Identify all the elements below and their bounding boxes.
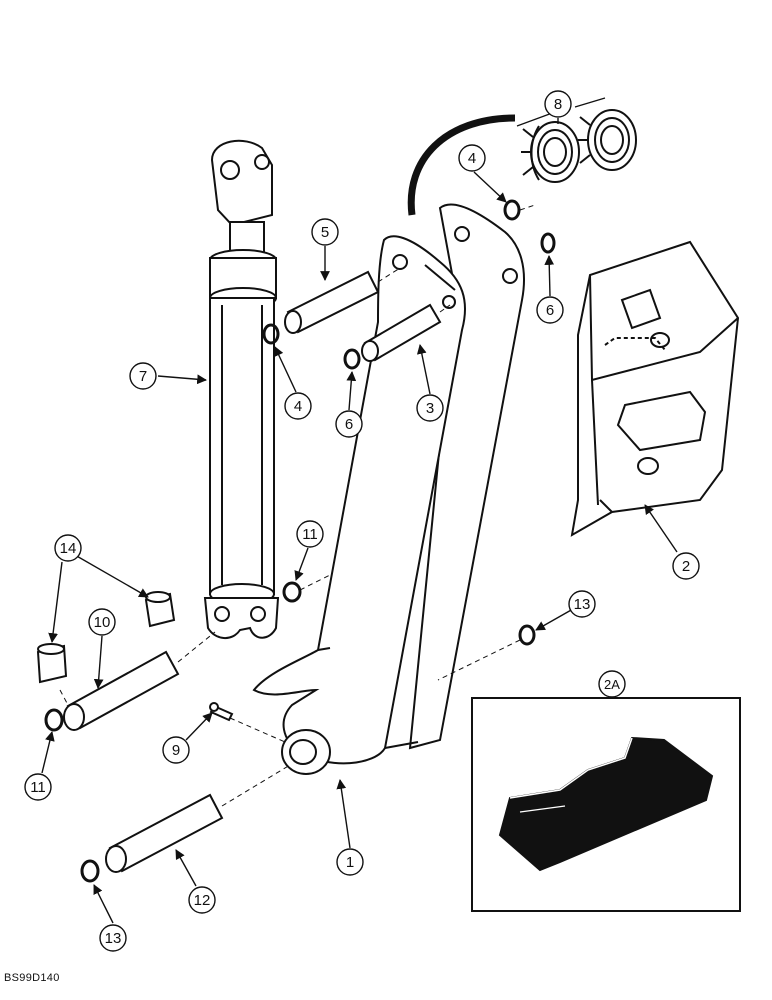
leader-8b [574,97,606,108]
callout-3: 3 [416,394,444,422]
boom-arm-part-1 [252,203,526,775]
callout-3-label: 3 [426,400,434,417]
snap-rings [44,199,556,883]
callout-1: 1 [336,848,364,876]
callout-4-left: 4 [284,392,312,420]
grease-fitting-part-9 [209,702,234,722]
callout-6-right-label: 6 [546,302,554,319]
pin-part-12 [105,793,224,873]
hydraulic-cylinder-part-7 [203,139,280,639]
callout-6-mid: 6 [335,410,363,438]
pin-part-10 [63,650,180,731]
wear-pad-part-2 [570,240,740,537]
callout-2-label: 2 [682,558,690,575]
callout-8-label: 8 [554,96,562,113]
callout-13-lower-label: 13 [105,930,122,947]
callout-2: 2 [672,552,700,580]
callout-14-label: 14 [60,540,77,557]
callout-2a-label: 2A [604,677,620,692]
bushing-pair-part-8 [521,109,637,183]
callout-6-right: 6 [536,296,564,324]
callout-11-lower: 11 [24,773,52,801]
callout-13-right-label: 13 [574,596,591,613]
callout-4-left-label: 4 [294,398,302,415]
callout-4-top-label: 4 [468,150,476,167]
callout-14: 14 [54,534,82,562]
callout-5-label: 5 [321,224,329,241]
callout-6-mid-label: 6 [345,416,353,433]
callout-5: 5 [311,218,339,246]
callout-12-label: 12 [194,892,211,909]
callout-4-top: 4 [458,144,486,172]
callout-13-lower: 13 [99,924,127,952]
callout-8: 8 [544,90,572,118]
pin-part-5 [284,270,380,334]
callout-2a: 2A [598,670,626,698]
callout-12: 12 [188,886,216,914]
callout-13-right: 13 [568,590,596,618]
wear-pad-2a-shape [498,736,714,872]
callout-10-label: 10 [94,614,111,631]
rotation-arrow [407,114,516,216]
bushing-part-14 [36,591,176,684]
callouts: 1 2 2A 3 4 4 5 6 6 7 8 9 10 11 11 12 13 … [24,90,700,952]
callout-9: 9 [162,736,190,764]
callout-7: 7 [129,362,157,390]
callout-10: 10 [88,608,116,636]
pin-part-3 [361,303,442,362]
leader-8 [516,111,556,127]
leader-lines [41,118,678,924]
figure-code: BS99D140 [4,972,60,984]
callout-1-label: 1 [346,854,354,871]
callout-11-upper: 11 [296,520,324,548]
callout-9-label: 9 [172,742,180,759]
callout-11-lower-label: 11 [30,779,46,796]
callout-11-upper-label: 11 [302,526,318,543]
alignment-lines [59,204,536,807]
inset-2a [471,697,741,912]
callout-7-label: 7 [139,368,147,385]
